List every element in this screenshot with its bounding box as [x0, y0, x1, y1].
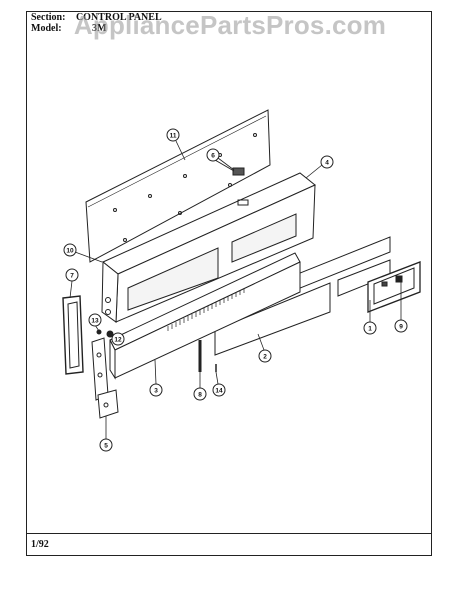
svg-text:7: 7	[70, 273, 74, 280]
model-header: Model: 3M	[31, 24, 107, 34]
svg-text:8: 8	[198, 392, 202, 399]
svg-text:2: 2	[263, 354, 267, 361]
callout-7: 7	[65, 268, 79, 282]
diagram-frame	[26, 11, 432, 556]
svg-text:9: 9	[399, 324, 403, 331]
section-value: CONTROL PANEL	[75, 12, 162, 23]
callout-13: 13	[88, 313, 102, 327]
svg-text:3: 3	[154, 388, 158, 395]
callout-12: 12	[111, 332, 125, 346]
model-label: Model:	[31, 23, 62, 34]
svg-text:11: 11	[170, 133, 177, 140]
svg-text:13: 13	[91, 318, 99, 325]
section-label: Section:	[31, 12, 66, 23]
callout-2: 2	[258, 349, 272, 363]
callout-1: 1	[363, 321, 377, 335]
part-7-end-cap	[62, 295, 84, 375]
leader-lines	[69, 140, 402, 439]
svg-text:14: 14	[215, 388, 223, 395]
svg-text:12: 12	[114, 337, 122, 344]
part-4-control-panel	[101, 172, 316, 323]
callout-markers: 11 6 4 10 7 13 12 1 9 2 3 8 14 5	[63, 128, 408, 452]
section-header: Section: CONTROL PANEL	[31, 13, 162, 23]
callout-14: 14	[212, 383, 226, 397]
callout-8: 8	[193, 387, 207, 401]
footer-date: 1/92	[31, 539, 49, 550]
svg-text:10: 10	[66, 248, 74, 255]
footer-divider	[26, 533, 432, 534]
part-3-vent-trim	[109, 252, 301, 380]
svg-text:6: 6	[211, 153, 215, 160]
part-6-clip	[214, 159, 245, 176]
part-5-bracket	[91, 337, 119, 419]
callout-5: 5	[99, 438, 113, 452]
svg-text:5: 5	[104, 443, 108, 450]
part-1-clock-module	[367, 261, 421, 313]
callout-4: 4	[320, 155, 334, 169]
svg-text:4: 4	[325, 160, 329, 167]
callout-3: 3	[149, 383, 163, 397]
callout-6: 6	[206, 148, 220, 162]
model-value: 3M	[92, 23, 107, 34]
part-13-screw	[96, 329, 102, 335]
callout-9: 9	[394, 319, 408, 333]
watermark: AppliancePartsPros.com	[73, 10, 387, 40]
callout-10: 10	[63, 243, 77, 257]
svg-text:1: 1	[368, 326, 372, 333]
part-11-back-panel	[85, 109, 271, 263]
callout-11: 11	[166, 128, 180, 142]
